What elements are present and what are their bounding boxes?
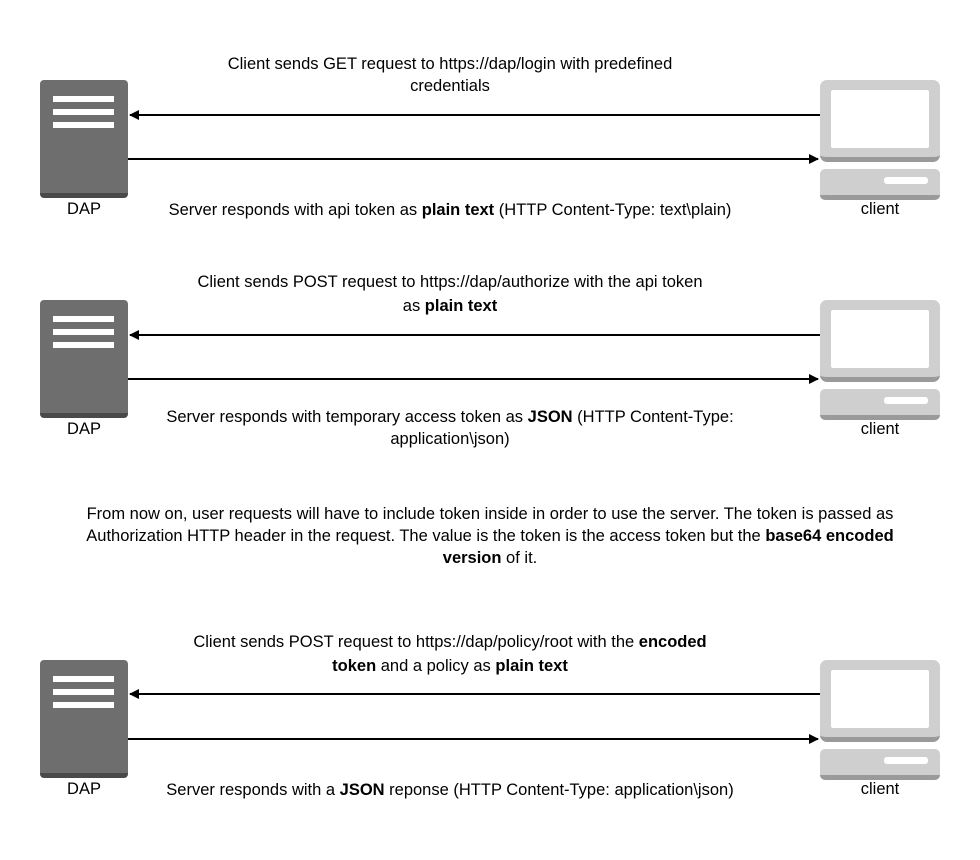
request-text-1: Client sends GET request to https://dap/… xyxy=(227,55,673,95)
client-computer-icon xyxy=(820,80,940,202)
response-text-3: Server responds with a JSON reponse (HTT… xyxy=(166,781,734,799)
server-icon xyxy=(40,80,128,198)
client-computer-icon xyxy=(820,660,940,782)
response-text-2: Server responds with temporary access to… xyxy=(166,408,734,448)
request-text-3: Client sends POST request to https://dap… xyxy=(193,633,707,675)
client-label: client xyxy=(860,780,900,798)
client-label: client xyxy=(860,200,900,218)
server-label: DAP xyxy=(67,200,101,218)
request-text-2: Client sends POST request to https://dap… xyxy=(197,273,703,315)
server-icon xyxy=(40,300,128,418)
server-label: DAP xyxy=(67,420,101,438)
client-computer-icon xyxy=(820,300,940,422)
response-text-1: Server responds with api token as plain … xyxy=(168,201,732,219)
client-label: client xyxy=(860,420,900,438)
server-icon xyxy=(40,660,128,778)
server-label: DAP xyxy=(67,780,101,798)
token-usage-note: From now on, user requests will have to … xyxy=(86,505,894,567)
